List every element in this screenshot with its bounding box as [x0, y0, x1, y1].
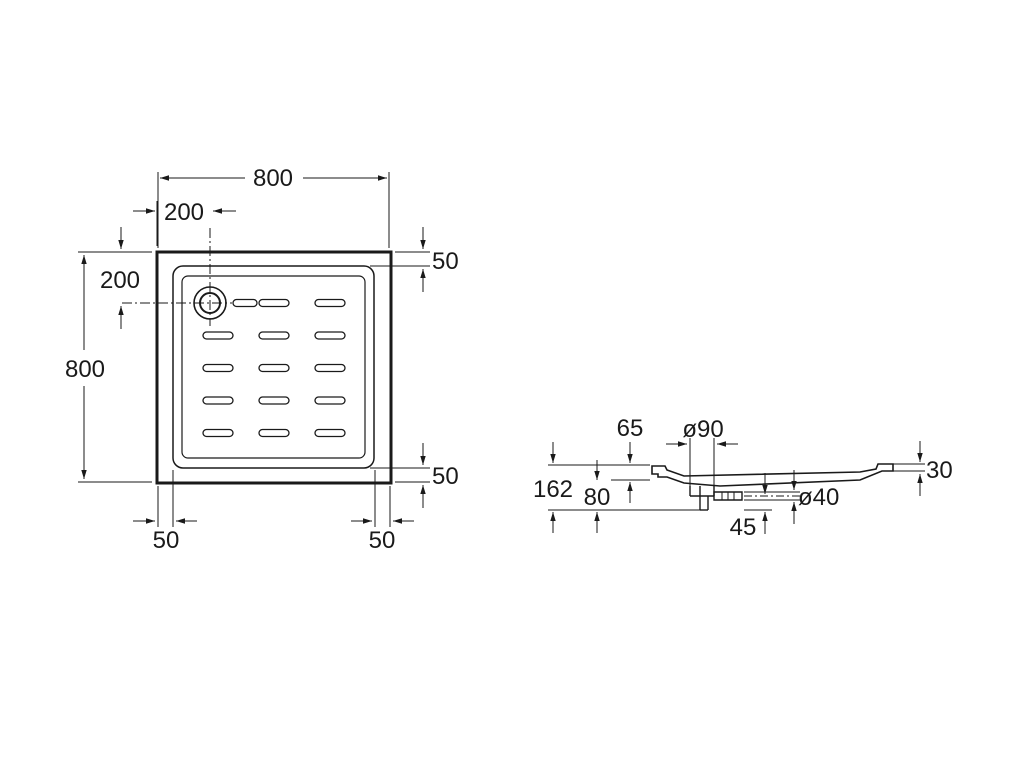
rim-width-label: 65 [617, 415, 644, 442]
drain-slot [258, 363, 290, 373]
dim-overall-height: 162 [533, 442, 700, 533]
outlet-diameter-label: ø40 [798, 484, 839, 511]
drain-slot [258, 298, 290, 308]
drain-slot [258, 331, 290, 340]
rim-top-label: 50 [432, 248, 459, 275]
overall-width-label: 800 [253, 165, 293, 192]
drain-height-label: 80 [584, 484, 611, 511]
tray-outline [155, 250, 393, 485]
outlet-height-label: 45 [730, 514, 757, 541]
drain-slot [258, 396, 290, 405]
dim-drain-offset-y: 200 [100, 227, 140, 329]
rim-left-label: 50 [153, 527, 180, 554]
drain-offset-x-label: 200 [164, 199, 204, 226]
overall-depth-label: 800 [65, 356, 105, 383]
drain-slot [314, 298, 346, 308]
drain-slot [202, 363, 234, 373]
drain-offset-y-label: 200 [100, 267, 140, 294]
drain-slot [314, 396, 346, 405]
dim-rim-left: 50 [133, 470, 197, 554]
drain-slot [314, 363, 346, 373]
drain-slot [232, 298, 258, 308]
dim-drain-height: 80 [584, 460, 611, 533]
rim-right-label: 50 [369, 527, 396, 554]
drain-slot [258, 428, 290, 438]
drain-diameter-label: ø90 [682, 416, 723, 443]
dim-rim-top: 50 [370, 227, 459, 292]
dim-outlet-height: 45 [730, 473, 772, 541]
dim-overall-width: 800 [157, 165, 390, 248]
overall-height-label: 162 [533, 476, 573, 503]
drain-slots [202, 298, 346, 438]
dim-rim-bottom: 50 [370, 443, 459, 508]
dim-overall-depth: 800 [65, 251, 152, 483]
drain-slot [202, 331, 234, 340]
dim-tray-depth: 30 [893, 441, 953, 496]
dim-rim-width: 65 [598, 415, 650, 503]
drain-slot [202, 428, 234, 438]
tray-section-profile [651, 463, 894, 511]
drain-slot [314, 331, 346, 340]
dim-drain-offset-x: 200 [133, 199, 236, 246]
dim-drain-diameter: ø90 [666, 416, 738, 486]
dim-outlet-diameter: ø40 [744, 470, 839, 524]
tray-depth-label: 30 [926, 457, 953, 484]
drain-outlet [122, 228, 232, 326]
drain-slot [202, 396, 234, 405]
rim-bottom-label: 50 [432, 463, 459, 490]
dim-rim-right: 50 [351, 470, 414, 554]
drain-slot [314, 428, 346, 438]
section-view: 65 ø90 162 80 30 [533, 415, 953, 541]
plan-view: 800 200 800 200 50 [65, 165, 459, 554]
